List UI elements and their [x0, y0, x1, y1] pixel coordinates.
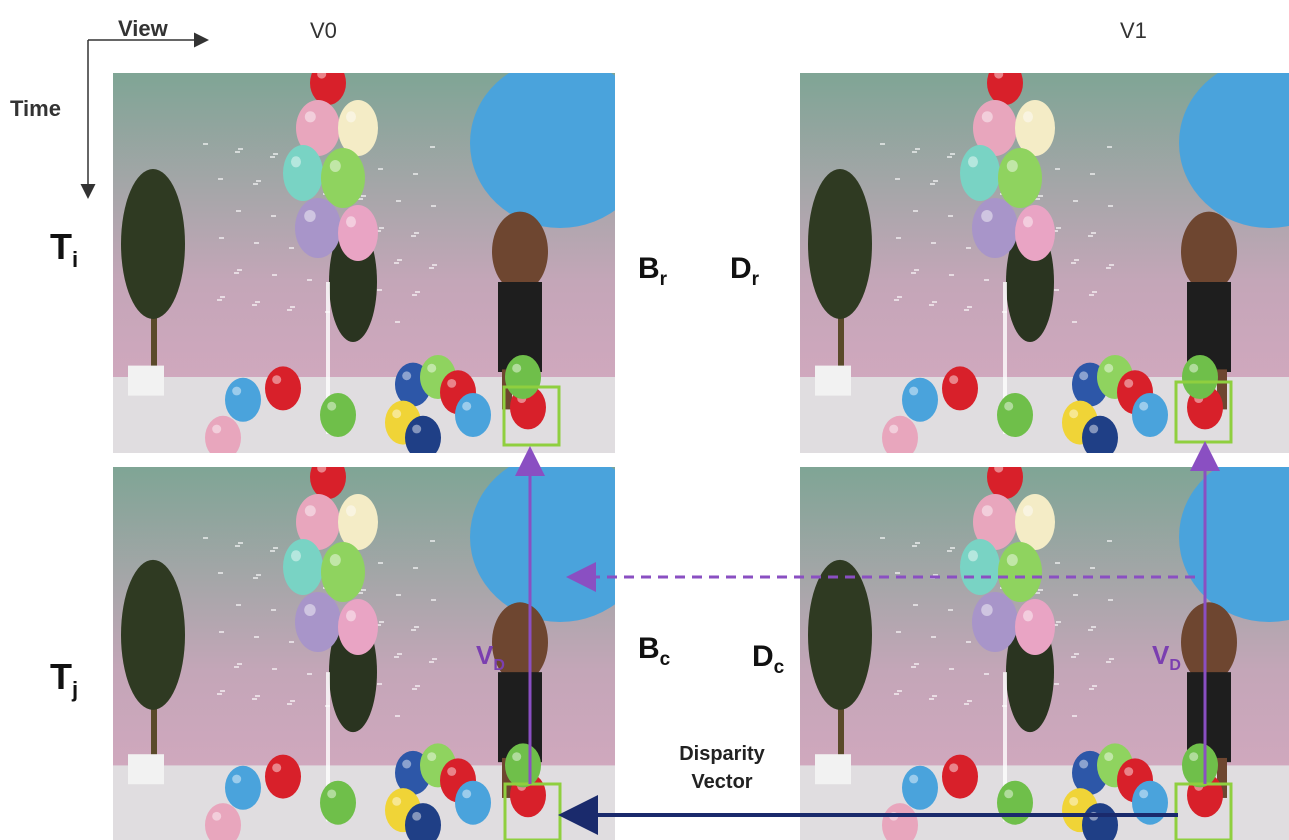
floor-balloon-8	[405, 803, 441, 840]
plant-pot	[815, 754, 851, 785]
balloon-purple	[295, 592, 341, 652]
floor-balloon-0	[225, 765, 261, 810]
floor-balloon-3	[320, 780, 356, 825]
floor-balloon-8	[1082, 415, 1118, 453]
block-label-bc: Bc	[638, 632, 671, 670]
balloon-cream	[338, 100, 378, 156]
vd-label-v0: VD	[476, 640, 505, 675]
balloon-purple	[972, 592, 1018, 652]
plant	[121, 169, 185, 319]
floor-balloon-11	[505, 743, 541, 788]
floor-balloon-3	[320, 393, 356, 437]
man-torso	[1181, 602, 1237, 683]
column-label-v1: V1	[1120, 18, 1147, 43]
balloon-red-top	[310, 73, 346, 105]
balloon-green	[321, 148, 365, 208]
balloon-cream	[1015, 100, 1055, 156]
disparity-label-line2: Vector	[691, 771, 753, 793]
balloon-red-top	[987, 73, 1023, 105]
row-label-ti: Ti	[50, 226, 79, 273]
man-torso	[492, 602, 548, 683]
block-label-br: Br	[638, 252, 668, 290]
floor-balloon-2	[205, 415, 241, 453]
disparity-label-line1: Disparity	[679, 743, 765, 765]
floor-balloon-1	[265, 754, 301, 799]
disparity-vector-label: Disparity Vector	[652, 740, 792, 796]
floor-balloon-1	[265, 366, 301, 411]
balloon-green	[321, 542, 365, 602]
block-label-dc: Dc	[752, 640, 785, 678]
frame-v1-tj	[800, 467, 1289, 840]
scene-drawing	[113, 467, 615, 840]
balloon-green	[998, 542, 1042, 602]
balloon-purple	[295, 198, 341, 258]
balloon-teal	[960, 145, 1000, 201]
block-label-dr: Dr	[730, 252, 760, 290]
scene-drawing	[800, 73, 1289, 453]
balloon-purple	[972, 198, 1018, 258]
floor-balloon-2	[205, 803, 241, 840]
column-label-v0: V0	[310, 18, 337, 43]
big-blue-balloon	[470, 73, 615, 228]
balloon-teal	[283, 145, 323, 201]
floor-balloon-11	[1182, 355, 1218, 399]
floor-balloon-11	[505, 355, 541, 399]
scene-drawing	[800, 467, 1289, 840]
balloon-pink	[296, 100, 340, 156]
plant	[808, 559, 872, 710]
floor-balloon-0	[902, 377, 938, 422]
plant	[121, 559, 185, 710]
floor-balloon-0	[225, 377, 261, 422]
balloon-pink-2	[338, 599, 378, 655]
balloon-pink-2	[338, 205, 378, 261]
plant-pot	[815, 365, 851, 396]
balloon-pink-2	[1015, 599, 1055, 655]
plant-pot	[128, 754, 164, 785]
balloon-green	[998, 148, 1042, 208]
big-blue-balloon	[1179, 73, 1289, 228]
plant	[808, 169, 872, 319]
floor-balloon-1	[942, 754, 978, 799]
man-torso	[1181, 211, 1237, 292]
balloon-cream	[1015, 494, 1055, 550]
floor-balloon-9	[1132, 393, 1168, 437]
floor-balloon-3	[997, 393, 1033, 437]
balloon-teal	[283, 539, 323, 595]
frame-v1-ti	[800, 73, 1289, 453]
balloon-pink	[973, 100, 1017, 156]
balloon-pink	[296, 494, 340, 550]
floor-balloon-9	[455, 780, 491, 825]
balloon-pink-2	[1015, 205, 1055, 261]
plant-pot	[128, 365, 164, 396]
floor-balloon-11	[1182, 743, 1218, 788]
view-axis-label: View	[118, 16, 168, 41]
row-label-tj: Tj	[50, 656, 79, 703]
balloon-pink	[973, 494, 1017, 550]
floor-balloon-9	[455, 393, 491, 437]
balloon-red-top	[987, 467, 1023, 499]
scene-drawing	[113, 73, 615, 453]
frame-v0-ti	[113, 73, 615, 453]
floor-balloon-0	[902, 765, 938, 810]
big-blue-balloon	[1179, 467, 1289, 622]
frame-v0-tj	[113, 467, 615, 840]
balloon-teal	[960, 539, 1000, 595]
floor-balloon-3	[997, 780, 1033, 825]
time-axis-label: Time	[10, 96, 61, 121]
balloon-cream	[338, 494, 378, 550]
balloon-red-top	[310, 467, 346, 499]
floor-balloon-1	[942, 366, 978, 411]
man-torso	[492, 211, 548, 292]
floor-balloon-2	[882, 415, 918, 453]
vd-label-v1: VD	[1152, 640, 1181, 675]
floor-balloon-8	[405, 415, 441, 453]
floor-balloon-9	[1132, 780, 1168, 825]
